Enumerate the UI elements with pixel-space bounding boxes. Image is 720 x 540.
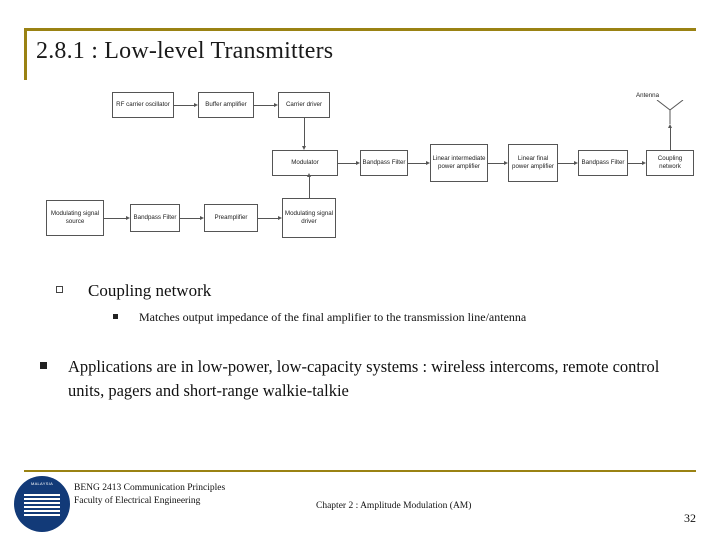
university-logo: MALAYSIA [14,476,70,532]
footer-course: BENG 2413 Communication Principles Facul… [74,482,225,508]
bullet-applications: Applications are in low-power, low-capac… [40,355,678,403]
bullet-text: Applications are in low-power, low-capac… [68,357,660,400]
footer-line-1: BENG 2413 Communication Principles [74,483,226,494]
block-bandpass-filter-out: Bandpass Filter [578,150,628,176]
title-accent-rule [24,28,27,80]
logo-text: MALAYSIA [30,481,54,486]
block-rf-carrier-oscillator: RF carrier oscillator [112,92,174,118]
arrowhead [642,160,646,165]
arrowhead [194,102,198,107]
page-title: 2.8.1 : Low-level Transmitters [36,38,334,64]
arrow-osc-to-buffer [174,105,194,106]
block-linear-final-power-amplifier: Linear final power amplifier [508,144,558,182]
logo-stripes [24,494,60,516]
arrow-coupling-to-antenna [670,128,671,150]
antenna-label: Antenna [636,92,660,99]
arrowhead [200,215,204,220]
bullet-marker-square [113,314,118,319]
arrowhead [574,160,578,165]
bullet-text: Matches output impedance of the final am… [139,310,527,324]
arrow-bpf-to-ipa [408,163,426,164]
block-bandpass-filter-mid: Bandpass Filter [360,150,408,176]
arrow-modulating-driver-to-modulator [309,176,310,198]
page-number: 32 [684,511,696,525]
arrow-bpf-to-coupling [628,163,642,164]
arrowhead [667,124,672,128]
bullet-coupling-network: Coupling network [56,281,648,301]
arrow-fpa-to-bpf-out [558,163,574,164]
arrow-ipa-to-fpa [488,163,504,164]
header-rule [24,28,696,31]
block-modulating-signal-driver: Modulating signal driver [282,198,336,238]
block-bandpass-filter-in: Bandpass Filter [130,204,180,232]
block-modulating-signal-source: Modulating signal source [46,200,104,236]
arrowhead [126,215,130,220]
bullet-impedance-matching: Matches output impedance of the final am… [113,310,659,325]
antenna-icon [656,100,684,124]
block-buffer-amplifier: Buffer amplifier [198,92,254,118]
arrowhead [306,173,311,177]
footer-chapter: Chapter 2 : Amplitude Modulation (AM) [316,501,472,511]
arrowhead [504,160,508,165]
block-coupling-network: Coupling network [646,150,694,176]
arrowhead [274,102,278,107]
block-linear-intermediate-power-amplifier: Linear intermediate power amplifier [430,144,488,182]
block-modulator: Modulator [272,150,338,176]
arrow-modulator-to-bpf [338,163,356,164]
bullet-marker-square-outline [56,286,63,293]
block-diagram: RF carrier oscillator Buffer amplifier C… [40,88,700,258]
arrow-buffer-to-driver [254,105,274,106]
footer-rule [24,470,696,472]
block-carrier-driver: Carrier driver [278,92,330,118]
footer-line-2: Faculty of Electrical Engineering [74,496,201,507]
arrowhead [278,215,282,220]
arrowhead [301,146,306,150]
bullet-marker-square [40,362,47,369]
arrowhead [426,160,430,165]
arrow-bpf-in-to-preamp [180,218,200,219]
block-preamplifier: Preamplifier [204,204,258,232]
arrow-source-to-bpf-in [104,218,126,219]
arrowhead [356,160,360,165]
arrow-driver-to-modulator [304,118,305,146]
arrow-preamp-to-driver [258,218,278,219]
bullet-text: Coupling network [88,281,212,300]
